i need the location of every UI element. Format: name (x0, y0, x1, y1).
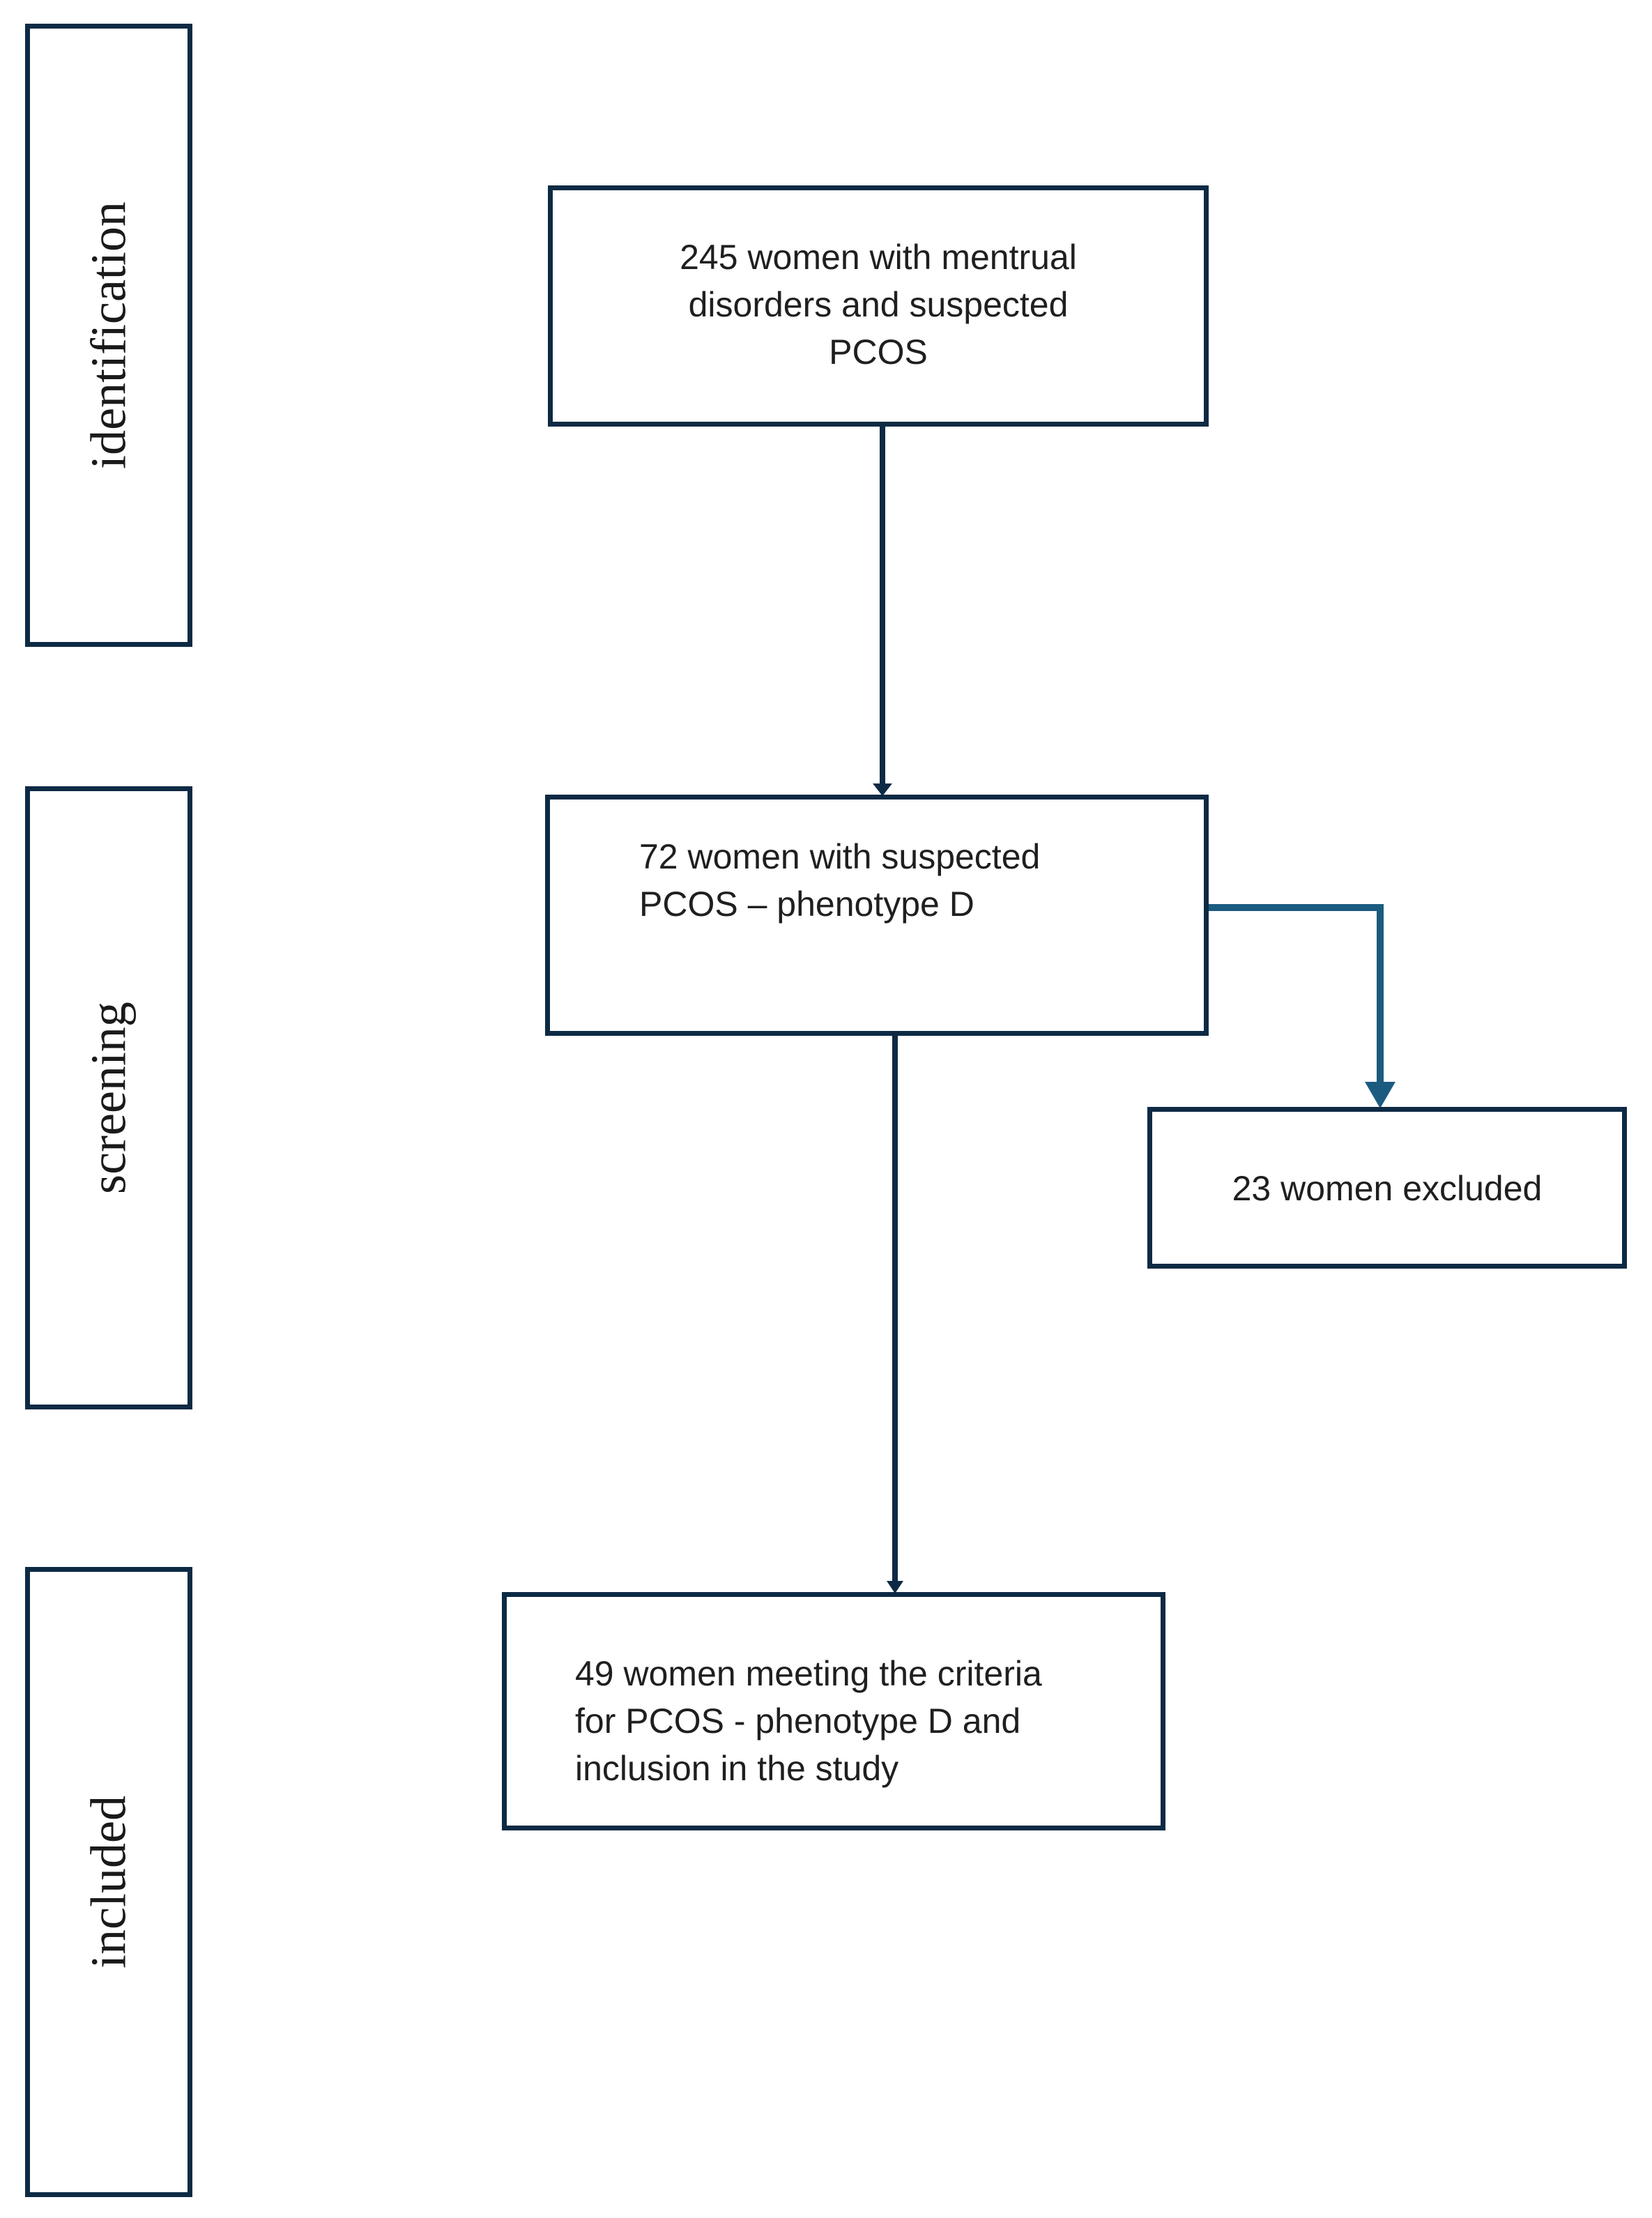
stage-identification: identification (25, 24, 192, 647)
arrowhead-screened-to-included (887, 1581, 903, 1593)
box-excluded: 23 women excluded (1147, 1107, 1627, 1269)
stage-included: included (25, 1567, 192, 2197)
box-identified: 245 women with mentrual disorders and su… (548, 185, 1209, 427)
box-screened-text: 72 women with suspected PCOS – phenotype… (639, 837, 1041, 924)
box-excluded-text: 23 women excluded (1232, 1169, 1543, 1208)
arrowhead-identified-to-screened (873, 783, 892, 796)
box-included-text: 49 women meeting the criteria for PCOS -… (575, 1654, 1042, 1788)
box-identified-text: 245 women with mentrual disorders and su… (680, 238, 1077, 372)
box-included: 49 women meeting the criteria for PCOS -… (502, 1592, 1165, 1830)
stage-screening: screening (25, 786, 192, 1409)
arrowhead-screened-to-excluded (1365, 1082, 1395, 1108)
box-screened: 72 women with suspected PCOS – phenotype… (545, 795, 1209, 1036)
arrow-screened-to-excluded (1209, 904, 1384, 1087)
